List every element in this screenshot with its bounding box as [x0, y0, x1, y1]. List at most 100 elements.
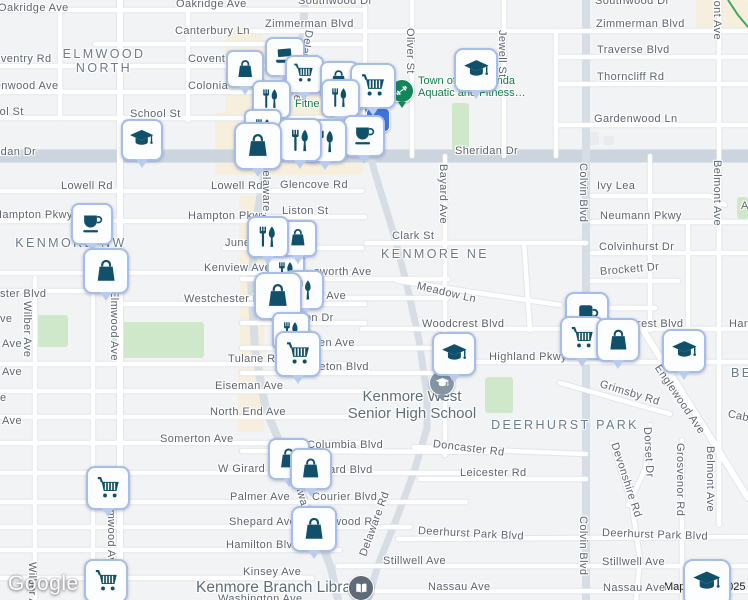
label-line: Kenmore West — [362, 388, 462, 405]
school-icon — [435, 377, 449, 386]
shopping-bag-marker[interactable] — [290, 448, 332, 497]
label-line: KENMORE NE — [380, 247, 490, 261]
park-area — [737, 197, 748, 219]
restaurant-icon — [332, 88, 347, 108]
street-label: School St — [130, 108, 181, 120]
shopping-bag-marker[interactable] — [291, 506, 337, 559]
marker-pointer — [678, 371, 690, 380]
label-line: NORTH — [75, 61, 133, 75]
street-label: Colvin Blvd — [577, 516, 589, 576]
street-label: Somerton Ave — [160, 433, 234, 445]
restaurant-icon — [291, 129, 308, 151]
street-label: Nassau Ave — [428, 581, 491, 593]
marker-pointer — [319, 161, 331, 170]
shopping-bag-icon — [249, 134, 267, 157]
shopping-bag-marker[interactable] — [83, 248, 129, 301]
street-label: Oliver St — [404, 28, 416, 74]
street-label: Courier Blvd — [312, 491, 378, 503]
street-label: Lowell Rd — [61, 180, 113, 192]
restaurant-marker[interactable] — [278, 118, 322, 169]
street-label: Harr — [729, 318, 748, 330]
street-label: Belmont Ave — [711, 0, 723, 40]
park-area — [112, 322, 204, 358]
area-label: BE — [731, 366, 748, 380]
marker-pointer — [86, 243, 98, 252]
shopping-cart-marker[interactable] — [86, 466, 130, 517]
school-marker[interactable] — [432, 332, 476, 383]
restaurant-marker[interactable] — [247, 216, 289, 265]
marker-pointer — [292, 375, 304, 384]
street-label: Ivy Lea — [597, 180, 636, 192]
street-label: Thorncliff Rd — [597, 71, 665, 83]
cafe-marker[interactable] — [343, 115, 385, 164]
park-area — [36, 315, 68, 347]
street-label: Colonia — [188, 80, 229, 92]
road — [609, 440, 643, 600]
street-label: Kenwood Ave — [0, 80, 59, 92]
google-logo[interactable]: Google — [8, 572, 79, 595]
marker-pointer — [305, 488, 317, 497]
shopping-cart-icon — [294, 64, 314, 82]
park-area — [485, 377, 513, 413]
label-line: DEERHURST PARK — [491, 418, 639, 432]
marker-pointer — [576, 358, 588, 367]
marker-pointer — [294, 160, 306, 169]
shopping-cart-icon — [571, 326, 593, 347]
street-label: Gardenwood Ln — [594, 113, 678, 125]
street-label: Stillwell Ave — [383, 555, 447, 567]
street-label: Highland Pkwy — [489, 351, 567, 363]
library-poi-icon[interactable] — [348, 575, 374, 600]
marker-pointer — [239, 86, 251, 95]
cafe-icon — [355, 127, 375, 145]
restaurant-icon — [263, 89, 278, 109]
school-marker[interactable] — [454, 48, 498, 99]
fitness-icon — [396, 86, 408, 96]
street-label: As — [741, 200, 748, 212]
street-label: Ave — [2, 366, 22, 378]
street-label: e — [0, 392, 7, 404]
road — [589, 193, 728, 208]
street-label: Kenview Ave — [204, 262, 272, 274]
street-label: Lowell Rd — [211, 180, 263, 192]
street-label: rest Blvd — [637, 318, 684, 330]
school-marker[interactable] — [121, 119, 163, 168]
street-label: Eiseman Ave — [215, 380, 284, 392]
school-icon — [130, 130, 154, 146]
street-label: Belmont Ave — [704, 446, 716, 512]
marker-pointer — [612, 360, 624, 369]
shopping-bag-marker[interactable] — [234, 122, 282, 177]
school-marker[interactable] — [662, 329, 706, 380]
street-label: Zimmerman Blvd — [265, 18, 354, 30]
street-label: Dorset Dr — [641, 426, 656, 478]
cafe-marker[interactable] — [71, 203, 113, 252]
street-label: Liston St — [282, 205, 329, 217]
poi-label: Kenmore Branch Library — [196, 579, 364, 596]
street-label: Hamilton Blvd — [226, 539, 300, 551]
street-label: rard Blvd — [325, 464, 373, 476]
shopping-bag-marker[interactable] — [596, 318, 640, 369]
street-label: Belmont Ave — [711, 160, 723, 226]
street-label: wood Rd — [333, 516, 380, 528]
shopping-cart-marker[interactable] — [84, 559, 128, 600]
area-label: KENMORE NE — [381, 247, 489, 261]
street-label: Traverse Blvd — [597, 44, 670, 56]
marker-pointer — [298, 91, 310, 101]
street-label: Wilber Ave — [21, 301, 33, 358]
street-label: North End Ave — [210, 406, 286, 418]
school-marker[interactable] — [683, 559, 731, 600]
area-label: DEERHURST PARK — [491, 418, 639, 432]
shopping-cart-marker[interactable] — [275, 331, 321, 384]
street-label: Sheridan Dr — [0, 146, 37, 158]
shopping-bag-icon — [291, 229, 305, 246]
street-label: Colvinhurst Dr — [599, 241, 675, 253]
school-icon — [463, 59, 489, 76]
marker-pointer — [367, 107, 379, 116]
restaurant-marker[interactable] — [320, 78, 360, 125]
street-label: Southwood Dr — [298, 0, 373, 7]
road — [395, 278, 563, 308]
shopping-bag-icon — [305, 517, 323, 539]
street-label: Shepard Ave — [229, 516, 297, 528]
marker-pointer — [358, 155, 370, 164]
